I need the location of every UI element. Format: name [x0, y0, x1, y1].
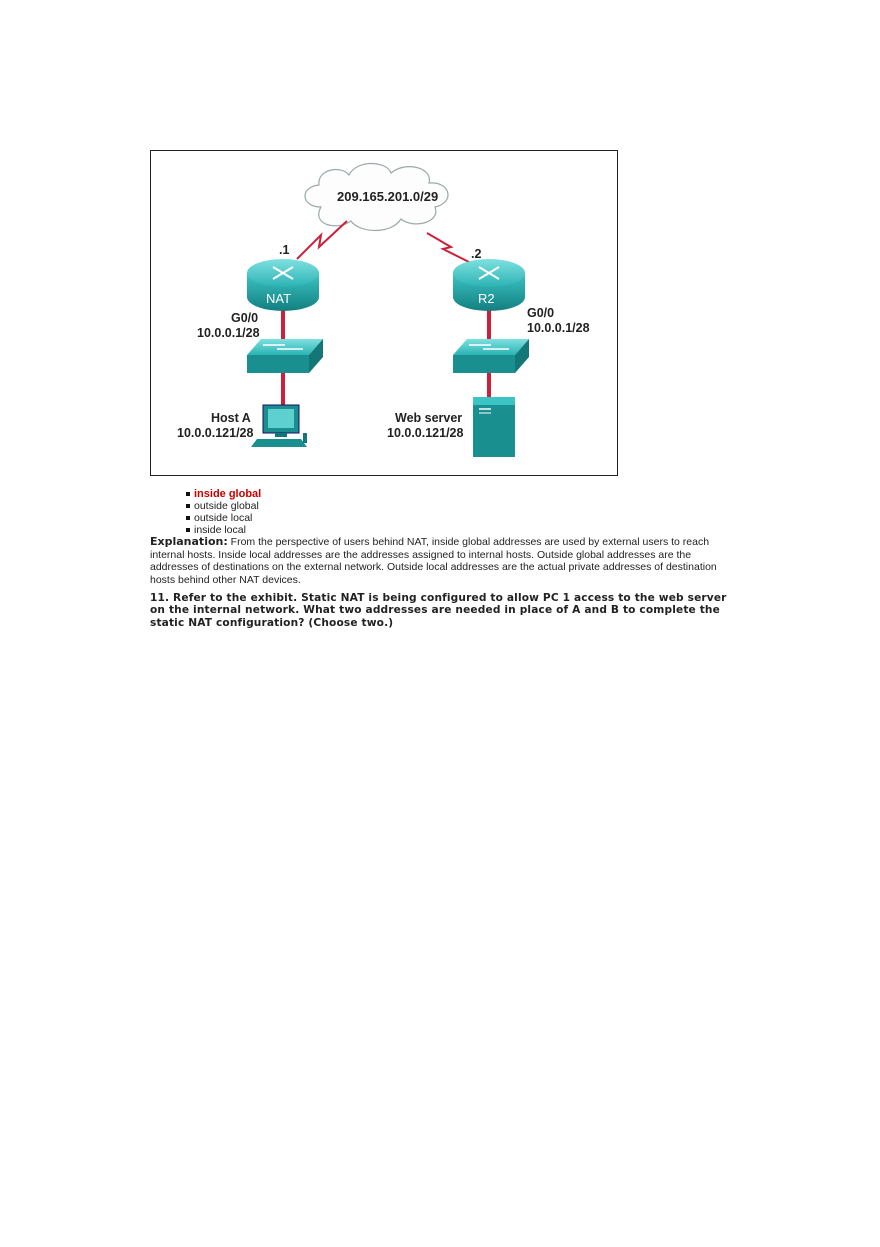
nat-interface-address: 10.0.0.1/28	[197, 326, 260, 340]
option-outside-local: outside local	[186, 512, 261, 524]
pc-icon	[251, 404, 307, 447]
host-a-name: Host A	[211, 411, 251, 425]
answer-options: inside global outside global outside loc…	[186, 488, 261, 536]
lan-link-nat-switch	[281, 303, 285, 347]
explanation: Explanation: From the perspective of use…	[150, 535, 720, 586]
lan-link-r2-switch	[487, 303, 491, 347]
web-server-address: 10.0.0.121/28	[387, 426, 464, 440]
option-outside-global: outside global	[186, 500, 261, 512]
r2-link-suffix: .2	[471, 247, 482, 261]
r2-interface: G0/0	[527, 306, 555, 320]
explanation-label: Explanation:	[150, 535, 228, 548]
web-server-name: Web server	[395, 411, 463, 425]
wan-link-r2	[426, 232, 472, 264]
bullet-icon	[186, 528, 190, 532]
bullet-icon	[186, 492, 190, 496]
server-icon	[473, 397, 515, 457]
bullet-icon	[186, 504, 190, 508]
nat-router-label: NAT	[266, 291, 292, 306]
nat-interface: G0/0	[231, 311, 259, 325]
r2-interface-address: 10.0.0.1/28	[527, 321, 590, 335]
nat-link-suffix: .1	[279, 243, 290, 257]
wan-network-label: 209.165.201.0/29	[337, 189, 439, 204]
network-exhibit: 209.165.201.0/29 .1 .2 NAT R2 G0/0 10.0.…	[150, 150, 618, 476]
question-11: 11. Refer to the exhibit. Static NAT is …	[150, 592, 727, 629]
option-inside-local: inside local	[186, 524, 261, 536]
option-inside-global: inside global	[186, 488, 261, 500]
lan-link-switch-hosta	[281, 371, 285, 405]
router-icon	[247, 259, 319, 311]
wan-link-nat	[296, 220, 348, 260]
lan-link-switch-web	[487, 371, 491, 405]
bullet-icon	[186, 516, 190, 520]
topology-diagram	[247, 162, 529, 457]
wan-cloud	[304, 162, 449, 231]
explanation-text: From the perspective of users behind NAT…	[150, 536, 717, 586]
r2-router-label: R2	[478, 291, 495, 306]
switch-icon	[247, 339, 323, 373]
router-icon	[453, 259, 525, 311]
host-a-address: 10.0.0.121/28	[177, 426, 254, 440]
switch-icon	[453, 339, 529, 373]
